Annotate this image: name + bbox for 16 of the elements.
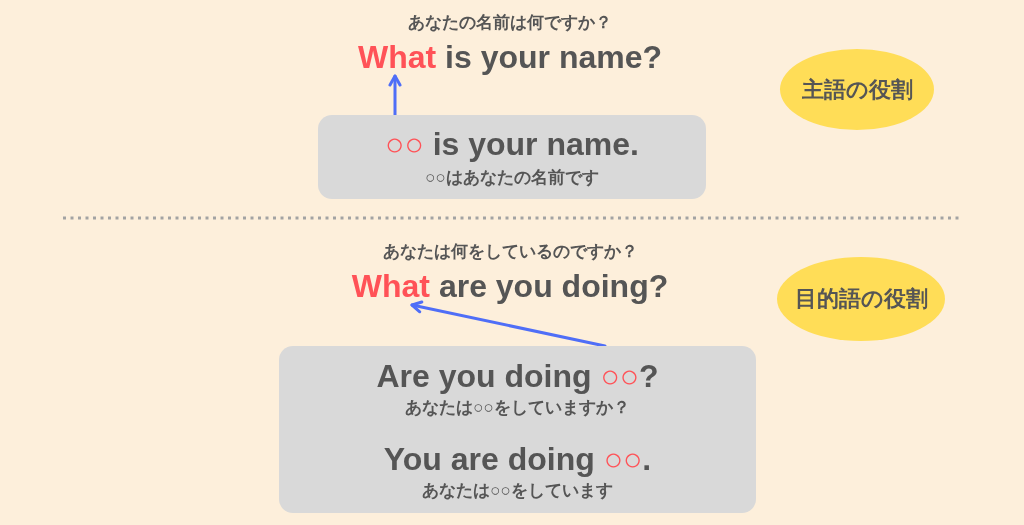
- japanese-question: あなたは何をしているのですか？: [382, 241, 638, 263]
- sentence-box: [318, 115, 706, 199]
- role-ellipse: 目的語の役割: [777, 257, 945, 341]
- role-ellipse: 主語の役割: [780, 49, 934, 130]
- example-sentence: You are doing ○○.: [383, 440, 652, 478]
- question-sentence: What is your name?: [357, 39, 662, 76]
- arrow: [410, 300, 607, 348]
- question-sentence: What are you doing?: [351, 268, 669, 305]
- sentence-box: [279, 346, 756, 513]
- example-sentence: ○○ is your name.: [385, 125, 639, 163]
- japanese-question: あなたの名前は何ですか？: [408, 12, 612, 34]
- japanese-translation: ○○はあなたの名前です: [425, 166, 599, 189]
- japanese-translation: あなたは○○をしています: [422, 479, 613, 502]
- example-sentence: Are you doing ○○?: [376, 357, 659, 395]
- japanese-translation: あなたは○○をしていますか？: [405, 396, 630, 419]
- arrow: [388, 74, 402, 117]
